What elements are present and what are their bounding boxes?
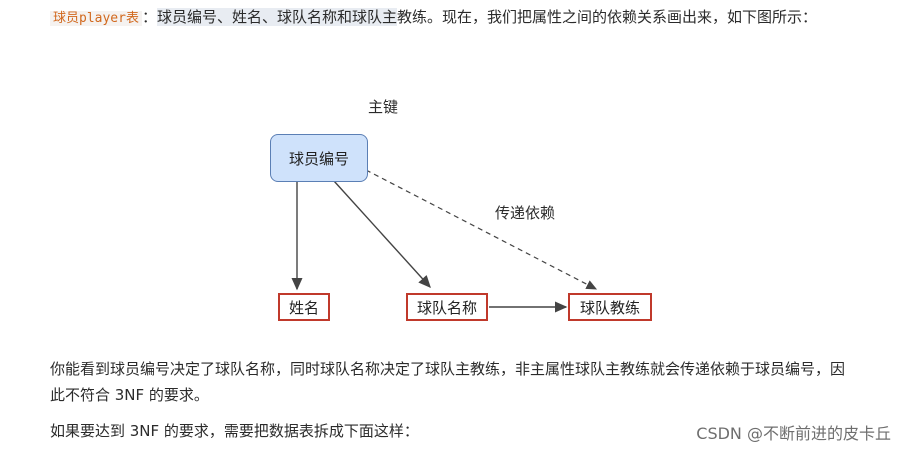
node-player-id: 球员编号: [270, 134, 368, 182]
watermark: CSDN @不断前进的皮卡丘: [696, 424, 891, 443]
explanation-paragraph: 你能看到球员编号决定了球队名称，同时球队名称决定了球队主教练，非主属性球队主教练…: [50, 360, 846, 404]
intro-paragraph: 球员player表：球员编号、姓名、球队名称和球队主教练。现在，我们把属性之间的…: [50, 4, 850, 32]
primary-key-label: 主键: [368, 98, 399, 116]
intro-highlight: 球员编号、姓名、球队名称和球队主: [156, 8, 397, 26]
next-step-paragraph: 如果要达到 3NF 的要求，需要把数据表拆成下面这样：: [50, 422, 419, 440]
node-team-name: 球队名称: [406, 293, 488, 321]
arrow-pk-to-coach-dashed: [365, 169, 598, 290]
intro-rest: 教练。现在，我们把属性之间的依赖关系画出来，如下图所示：: [397, 8, 818, 26]
arrow-pk-to-team: [333, 180, 431, 289]
transitive-dependency-label: 传递依赖: [495, 204, 556, 222]
node-name: 姓名: [278, 293, 330, 321]
node-team-coach: 球队教练: [568, 293, 652, 321]
intro-colon: ：: [141, 8, 157, 26]
inline-code-table-name: 球员player表: [50, 11, 142, 26]
